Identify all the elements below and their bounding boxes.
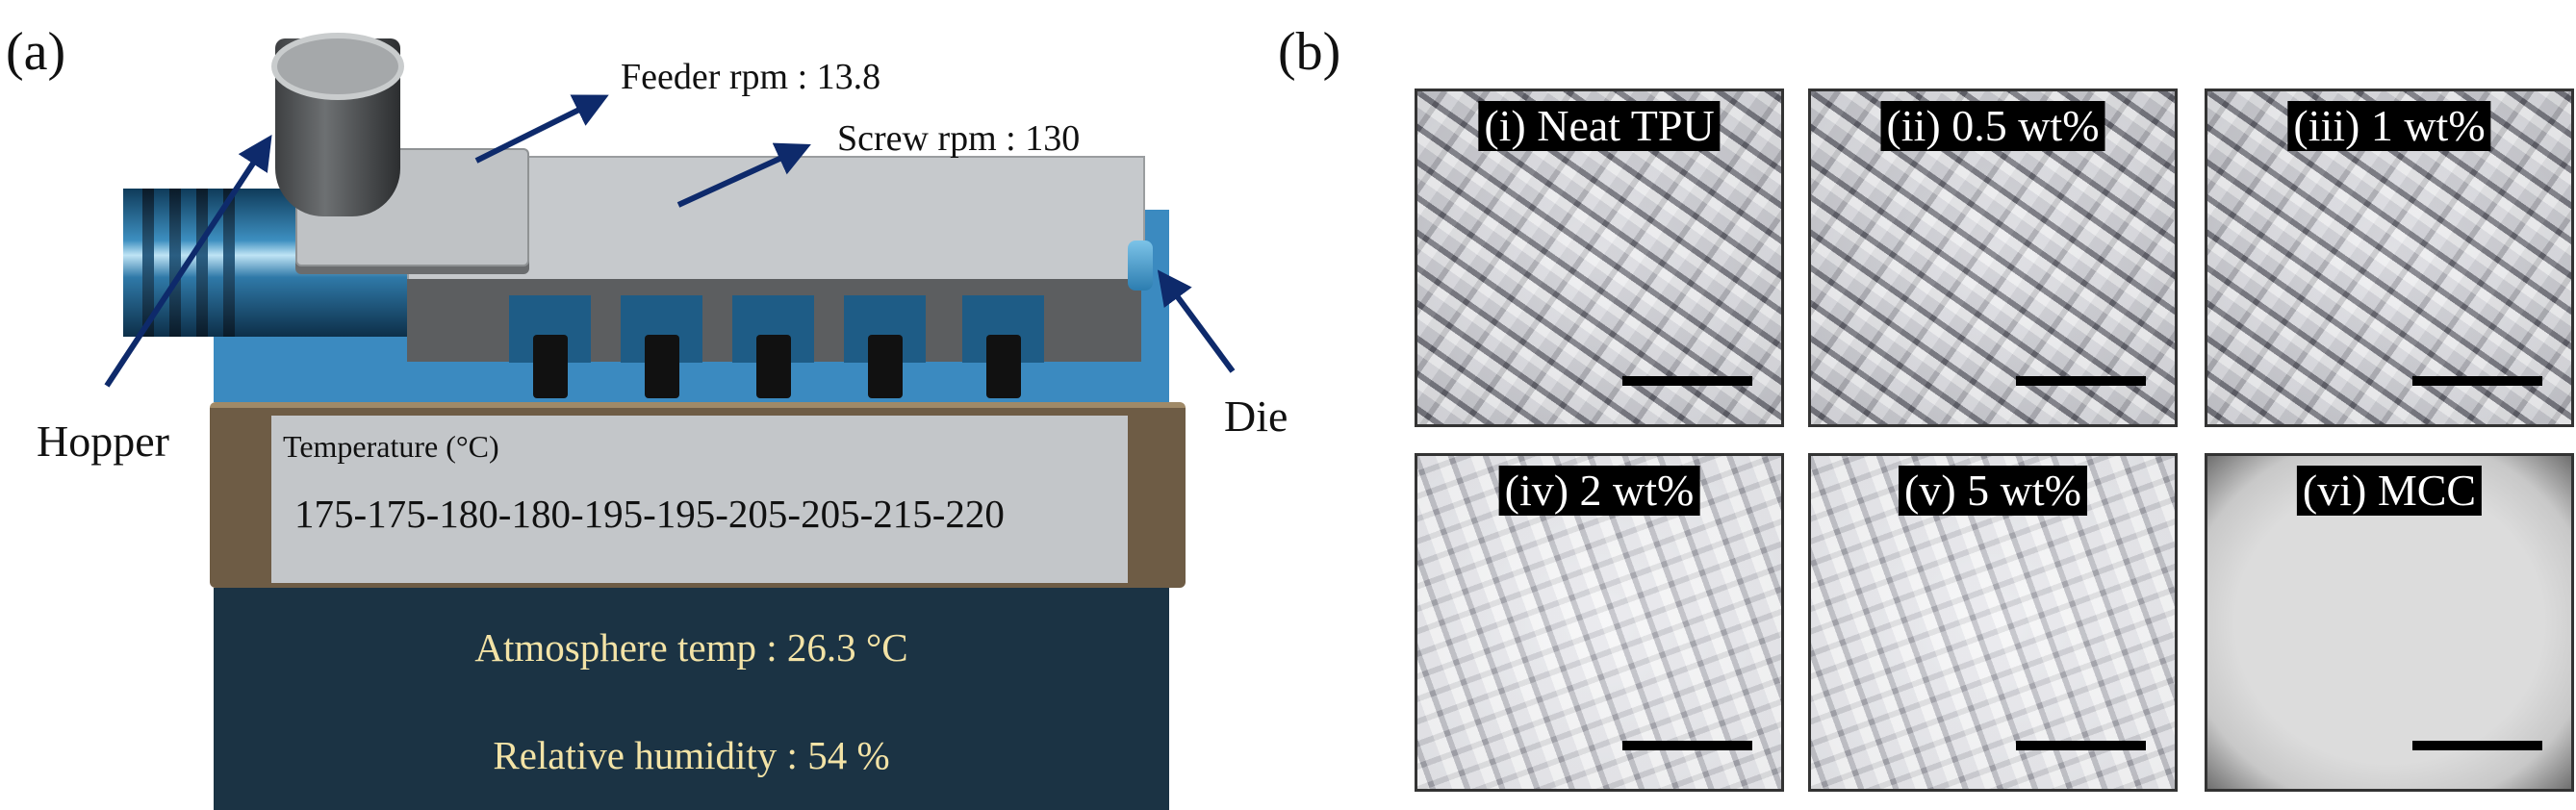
temperature-display: Temperature (°C) 175-175-180-180-195-195…: [271, 416, 1128, 583]
die-label: Die: [1224, 392, 1288, 441]
scale-bar: [2412, 741, 2542, 750]
sample-photo-neat-tpu: (i) Neat TPU: [1415, 89, 1784, 427]
heater-plug: [868, 335, 903, 398]
temperature-profile: 175-175-180-180-195-195-205-205-215-220: [294, 492, 1005, 536]
scale-bar: [2016, 376, 2146, 386]
heater-plug: [986, 335, 1021, 398]
sample-photo-2-wt: (iv) 2 wt%: [1415, 453, 1784, 792]
temperature-title: Temperature (°C): [283, 429, 499, 464]
scale-bar: [2016, 741, 2146, 750]
sample-label: (vi) MCC: [2296, 466, 2483, 516]
feeder-rpm-label: Feeder rpm : 13.8: [621, 57, 881, 97]
sample-label: (v) 5 wt%: [1899, 466, 2087, 516]
panel-a-label: (a): [6, 22, 66, 82]
hopper-arrow: [104, 134, 272, 388]
atmosphere-temp: Atmosphere temp : 26.3 °C: [474, 625, 908, 670]
sample-photo-mcc: (vi) MCC: [2205, 453, 2574, 792]
extruder-body: [407, 156, 1145, 283]
scale-bar: [2412, 376, 2542, 386]
screw-arrow: [676, 142, 811, 208]
sample-label: (i) Neat TPU: [1478, 101, 1721, 151]
sample-photo-0-5-wt: (ii) 0.5 wt%: [1808, 89, 2178, 427]
die-arrow: [1157, 269, 1236, 373]
scale-bar: [1622, 376, 1752, 386]
hopper-rim: [271, 33, 404, 100]
conditions-panel: Atmosphere temp : 26.3 °C Relative humid…: [214, 588, 1169, 810]
heater-plug: [756, 335, 791, 398]
heater-plug: [645, 335, 679, 398]
panel-b-label: (b): [1278, 22, 1341, 82]
sample-label: (ii) 0.5 wt%: [1880, 101, 2105, 151]
sample-photo-5-wt: (v) 5 wt%: [1808, 453, 2178, 792]
die: [1128, 240, 1153, 291]
sample-label: (iv) 2 wt%: [1498, 466, 1700, 516]
sample-photo-1-wt: (iii) 1 wt%: [2205, 89, 2574, 427]
callout-arrows: [104, 94, 1236, 388]
heater-plug: [533, 335, 568, 398]
sample-label: (iii) 1 wt%: [2287, 101, 2491, 151]
feeder-arrow: [474, 94, 609, 164]
screw-rpm-label: Screw rpm : 130: [837, 118, 1081, 159]
scale-bar: [1622, 741, 1752, 750]
hopper-label: Hopper: [37, 417, 169, 466]
relative-humidity: Relative humidity : 54 %: [493, 733, 890, 777]
